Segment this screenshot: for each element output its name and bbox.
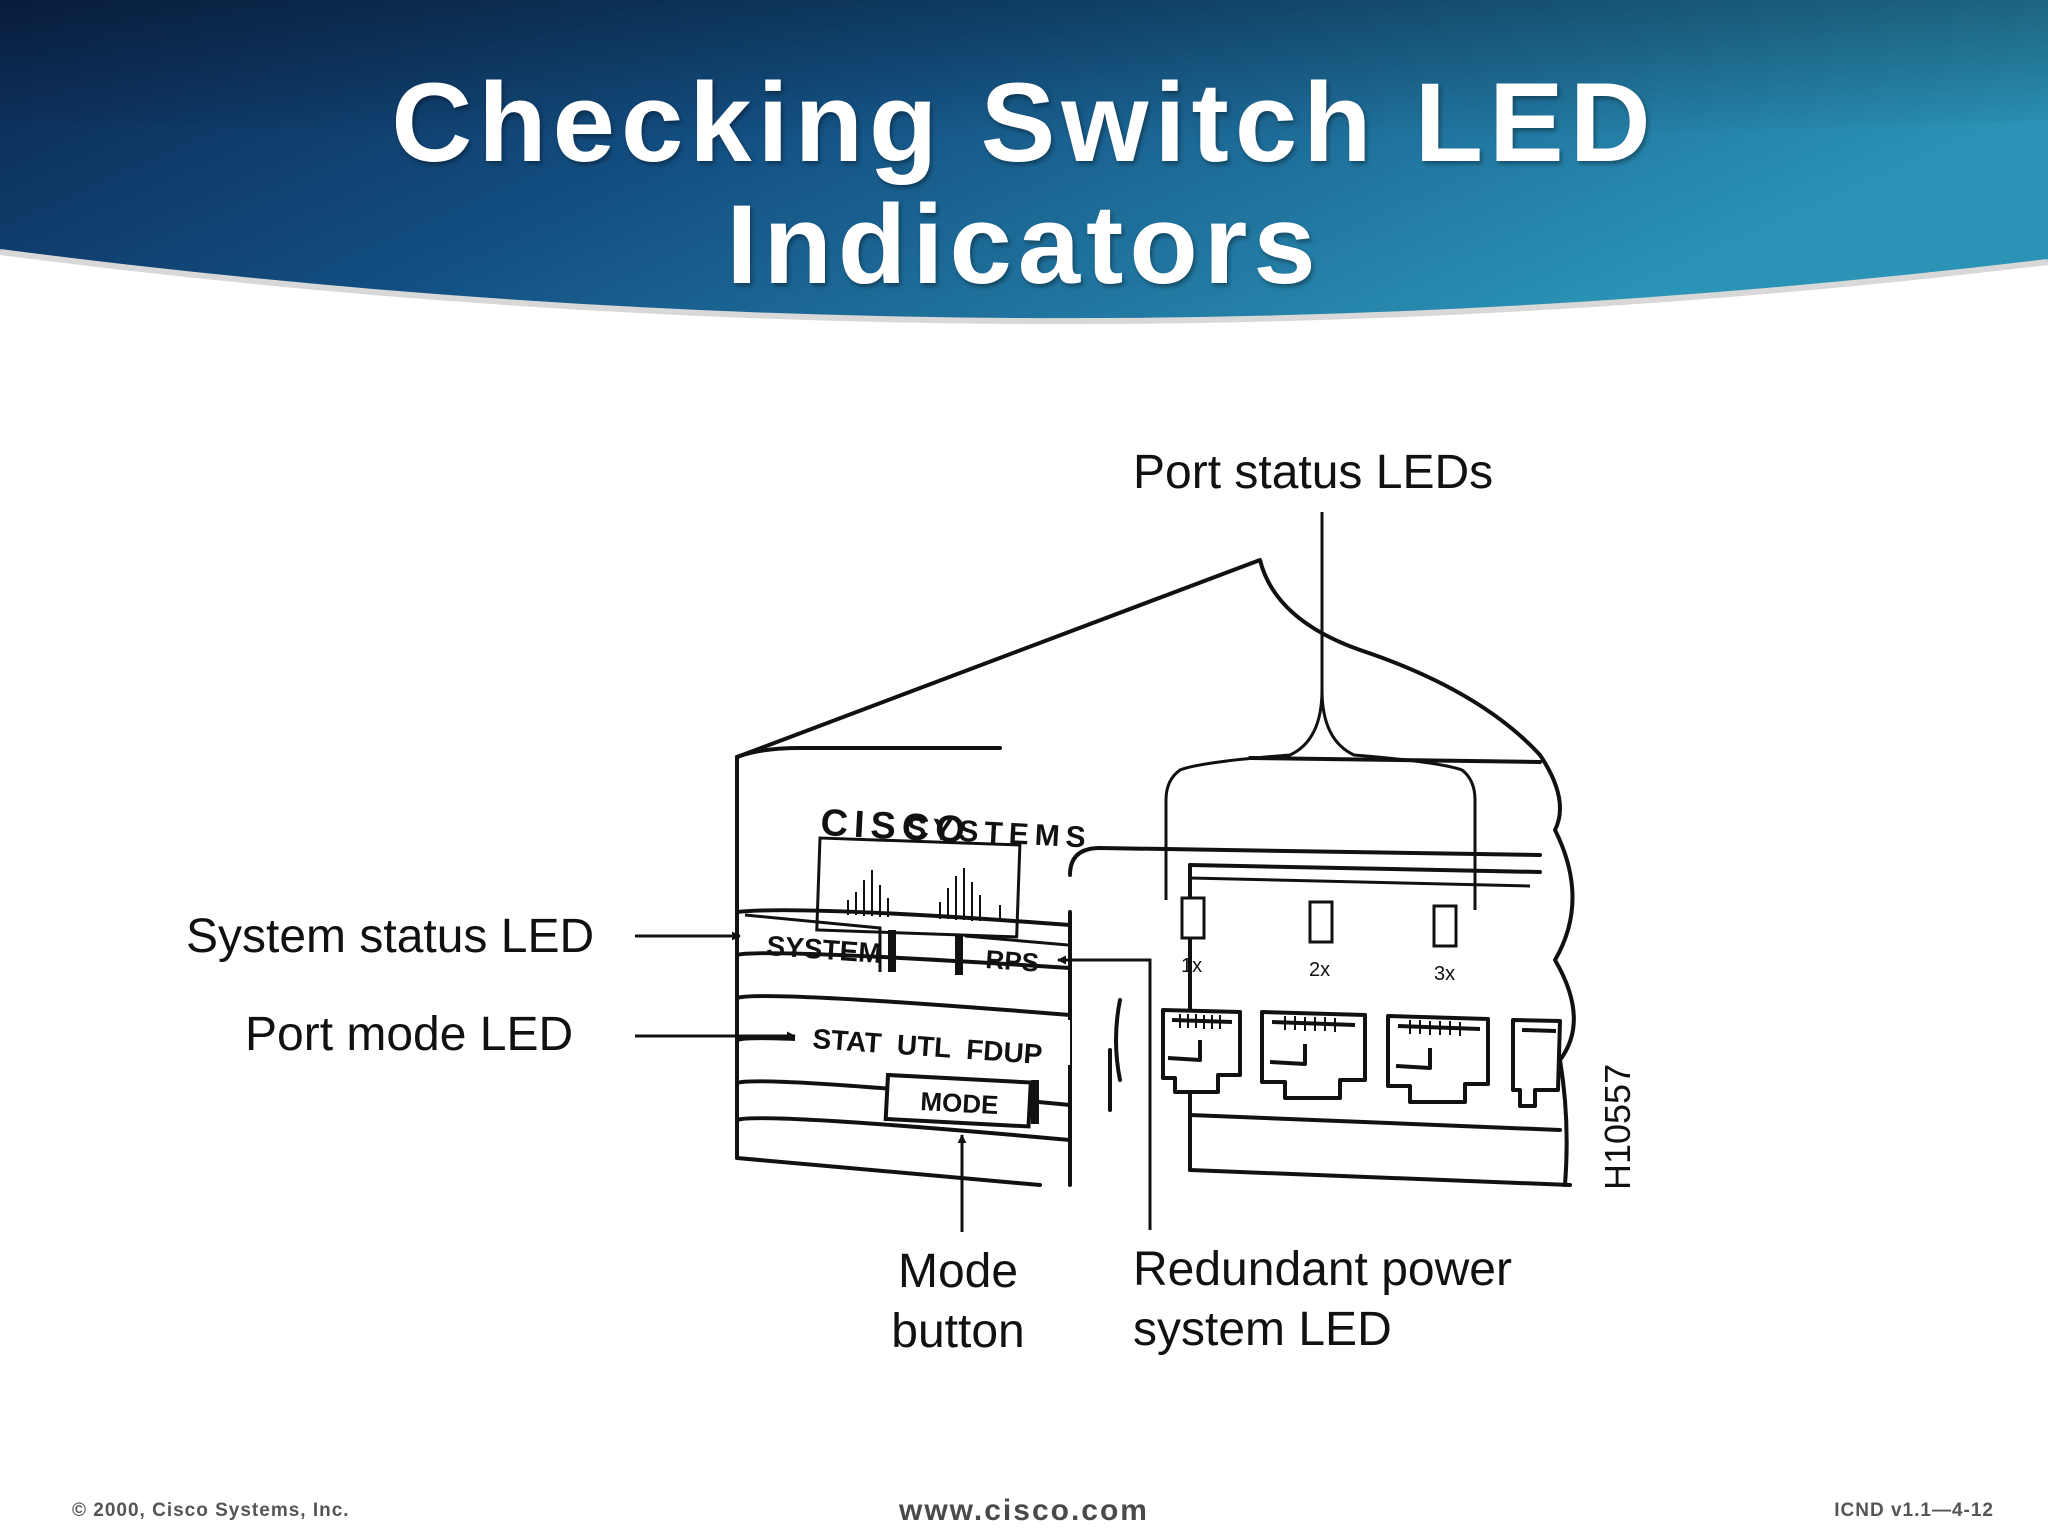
logo-bars — [847, 868, 1001, 922]
port-status-leds — [1180, 896, 1458, 948]
system-led-panel: SYSTEM RPS — [744, 913, 1069, 978]
port-label-1: 1x — [1181, 955, 1202, 977]
rps-led-label-line-2: system LED — [1133, 1303, 1392, 1356]
mode-button[interactable]: MODE — [883, 1072, 1039, 1129]
rps-label: RPS — [985, 944, 1040, 978]
system-status-led-label: System status LED — [186, 910, 594, 963]
rps-arrow — [1057, 955, 1152, 1230]
header-band — [0, 0, 2048, 325]
footer-course-code: ICND v1.1—4-12 — [1834, 1500, 1994, 1521]
port-led-3 — [1432, 904, 1458, 948]
front-bezel — [735, 908, 1072, 927]
ethernet-ports — [1161, 1008, 1562, 1108]
figure-id: H10557 — [1597, 1064, 1638, 1190]
page-title-line-2: Indicators — [726, 182, 1322, 307]
port-led-1 — [1180, 896, 1206, 940]
port-status-leds-label: Port status LEDs — [1133, 446, 1493, 499]
mode-button-label: MODE — [920, 1086, 999, 1120]
page-title-line-1: Checking Switch LED — [391, 60, 1657, 185]
rps-led-label-line-1: Redundant power — [1133, 1243, 1512, 1296]
port-led-2 — [1308, 900, 1334, 944]
mode-button-label-line-2: button — [891, 1305, 1024, 1358]
rj45-port-icon — [1511, 1018, 1562, 1108]
port-status-bracket — [1164, 512, 1477, 910]
port-mode-led-label: Port mode LED — [245, 1008, 573, 1061]
system-label: SYSTEM — [766, 930, 883, 969]
mode-led-panel: STAT UTL FDUP — [795, 1020, 1070, 1070]
rj45-port-icon — [1260, 1010, 1367, 1100]
rj45-port-icon — [1161, 1008, 1242, 1094]
cisco-logo: CISCO SYSTEMS — [815, 802, 1092, 939]
footer-url[interactable]: www.cisco.com — [899, 1494, 1149, 1527]
port-label-3: 3x — [1434, 963, 1455, 985]
port-label-2: 2x — [1309, 959, 1330, 981]
footer-copyright: © 2000, Cisco Systems, Inc. — [72, 1500, 350, 1521]
mode-button-label-line-1: Mode — [898, 1245, 1018, 1298]
rj45-port-icon — [1386, 1014, 1490, 1104]
